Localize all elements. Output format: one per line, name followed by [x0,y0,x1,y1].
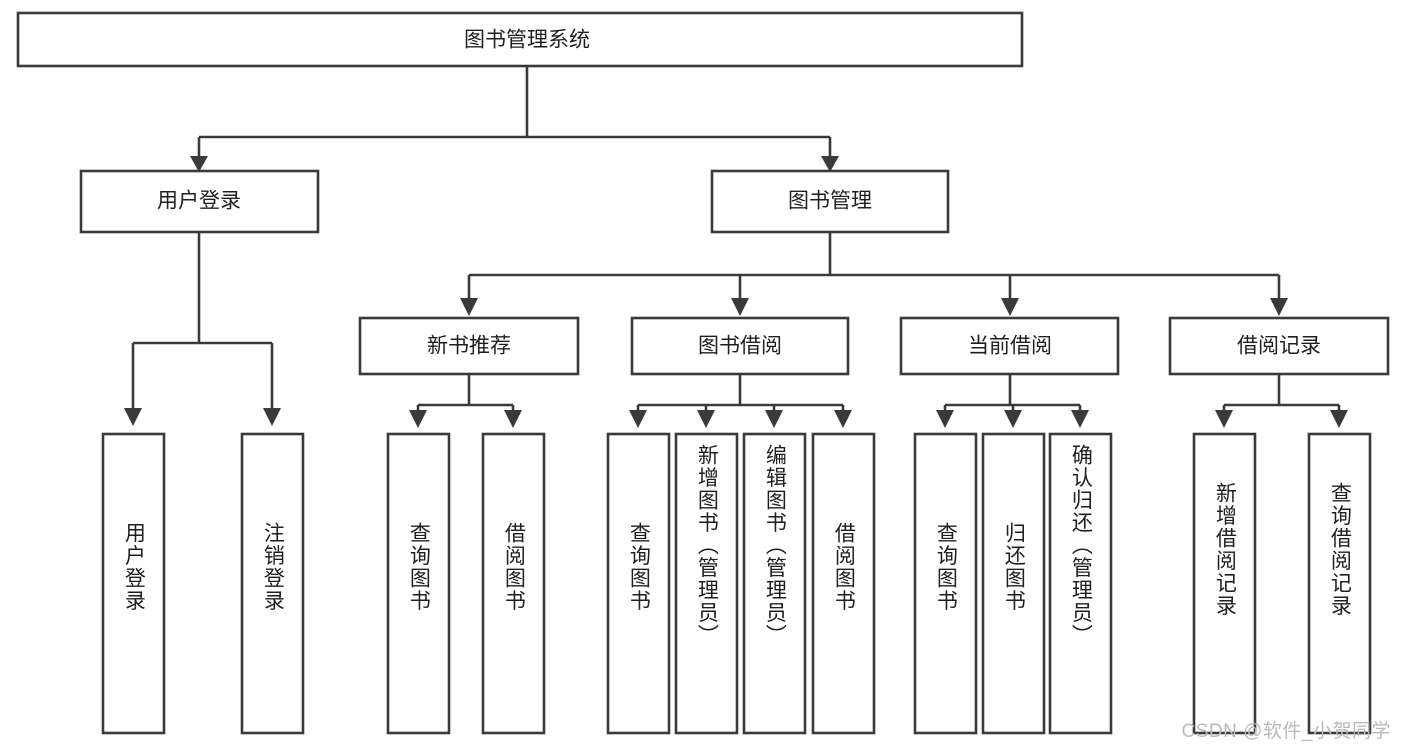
node-label-user-login: 用户登录 [157,190,241,213]
connector-group-new-book-recommend [409,374,522,428]
arrowhead-leaf-edit-book-admin [765,410,783,428]
node-label-root: 图书管理系统 [464,29,590,52]
node-box-user-login[interactable] [79,169,320,234]
node-box-current-borrow[interactable] [899,316,1120,376]
node-label-borrow-record: 借阅记录 [1237,335,1321,358]
arrowhead-leaf-return-book [1004,410,1022,428]
arrowhead-leaf-add-book-admin [697,410,715,428]
node-box-leaf-borrow-book[interactable] [811,432,876,735]
arrowhead-leaf-borrow-book [834,410,852,428]
arrowhead-leaf-user-login [124,408,142,426]
node-box-leaf-query-book-borrow[interactable] [606,432,671,735]
arrowhead-book-management [821,156,839,172]
node-box-leaf-query-book-rec[interactable] [386,432,451,735]
node-box-leaf-confirm-return-admin[interactable] [1048,432,1113,735]
csdn-watermark: CSDN @软件_小贺同学 [1181,721,1391,742]
arrowhead-leaf-query-book-current [936,410,954,428]
arrowhead-user-login [190,156,208,172]
connector-group-user-login [124,232,281,426]
node-label-current-borrow: 当前借阅 [968,335,1052,358]
node-label-new-book-recommend: 新书推荐 [427,335,511,358]
node-box-leaf-add-book-admin[interactable] [674,432,739,735]
node-box-leaf-logout[interactable] [240,432,305,735]
arrowhead-leaf-confirm-return [1071,410,1089,428]
node-box-book-borrow[interactable] [630,316,850,376]
node-box-leaf-user-login[interactable] [101,432,166,735]
node-box-leaf-query-borrow-record[interactable] [1307,432,1372,735]
arrowhead-leaf-logout [263,408,281,426]
connector-group-book-management [460,232,1288,316]
node-label-book-management: 图书管理 [788,190,872,213]
arrowhead-leaf-query-book-borrow [629,410,647,428]
node-label-book-borrow: 图书借阅 [698,335,782,358]
arrowhead-new-book-recommend [460,298,478,316]
node-box-leaf-borrow-book-rec[interactable] [481,432,546,735]
arrowhead-current-borrow [1001,298,1019,316]
connector-group-current-borrow [936,374,1089,428]
arrowhead-book-borrow [731,298,749,316]
arrowhead-leaf-query-borrow-record [1330,410,1348,428]
node-box-leaf-add-borrow-record[interactable] [1192,432,1257,735]
node-box-leaf-return-book[interactable] [981,432,1046,735]
node-box-borrow-record[interactable] [1168,316,1390,376]
node-box-book-management[interactable] [710,169,950,234]
arrowhead-leaf-borrow-book-rec [504,410,522,428]
node-box-leaf-edit-book-admin[interactable] [742,432,807,735]
connector-group-root [190,66,839,172]
arrowhead-borrow-record [1270,298,1288,316]
node-box-root[interactable] [16,11,1024,68]
node-box-new-book-recommend[interactable] [358,316,580,376]
arrowhead-leaf-query-book-rec [409,410,427,428]
node-box-leaf-query-book-current[interactable] [913,432,978,735]
connector-group-book-borrow [629,374,852,428]
arrowhead-leaf-add-borrow-record [1215,410,1233,428]
connector-group-borrow-record [1215,374,1348,428]
